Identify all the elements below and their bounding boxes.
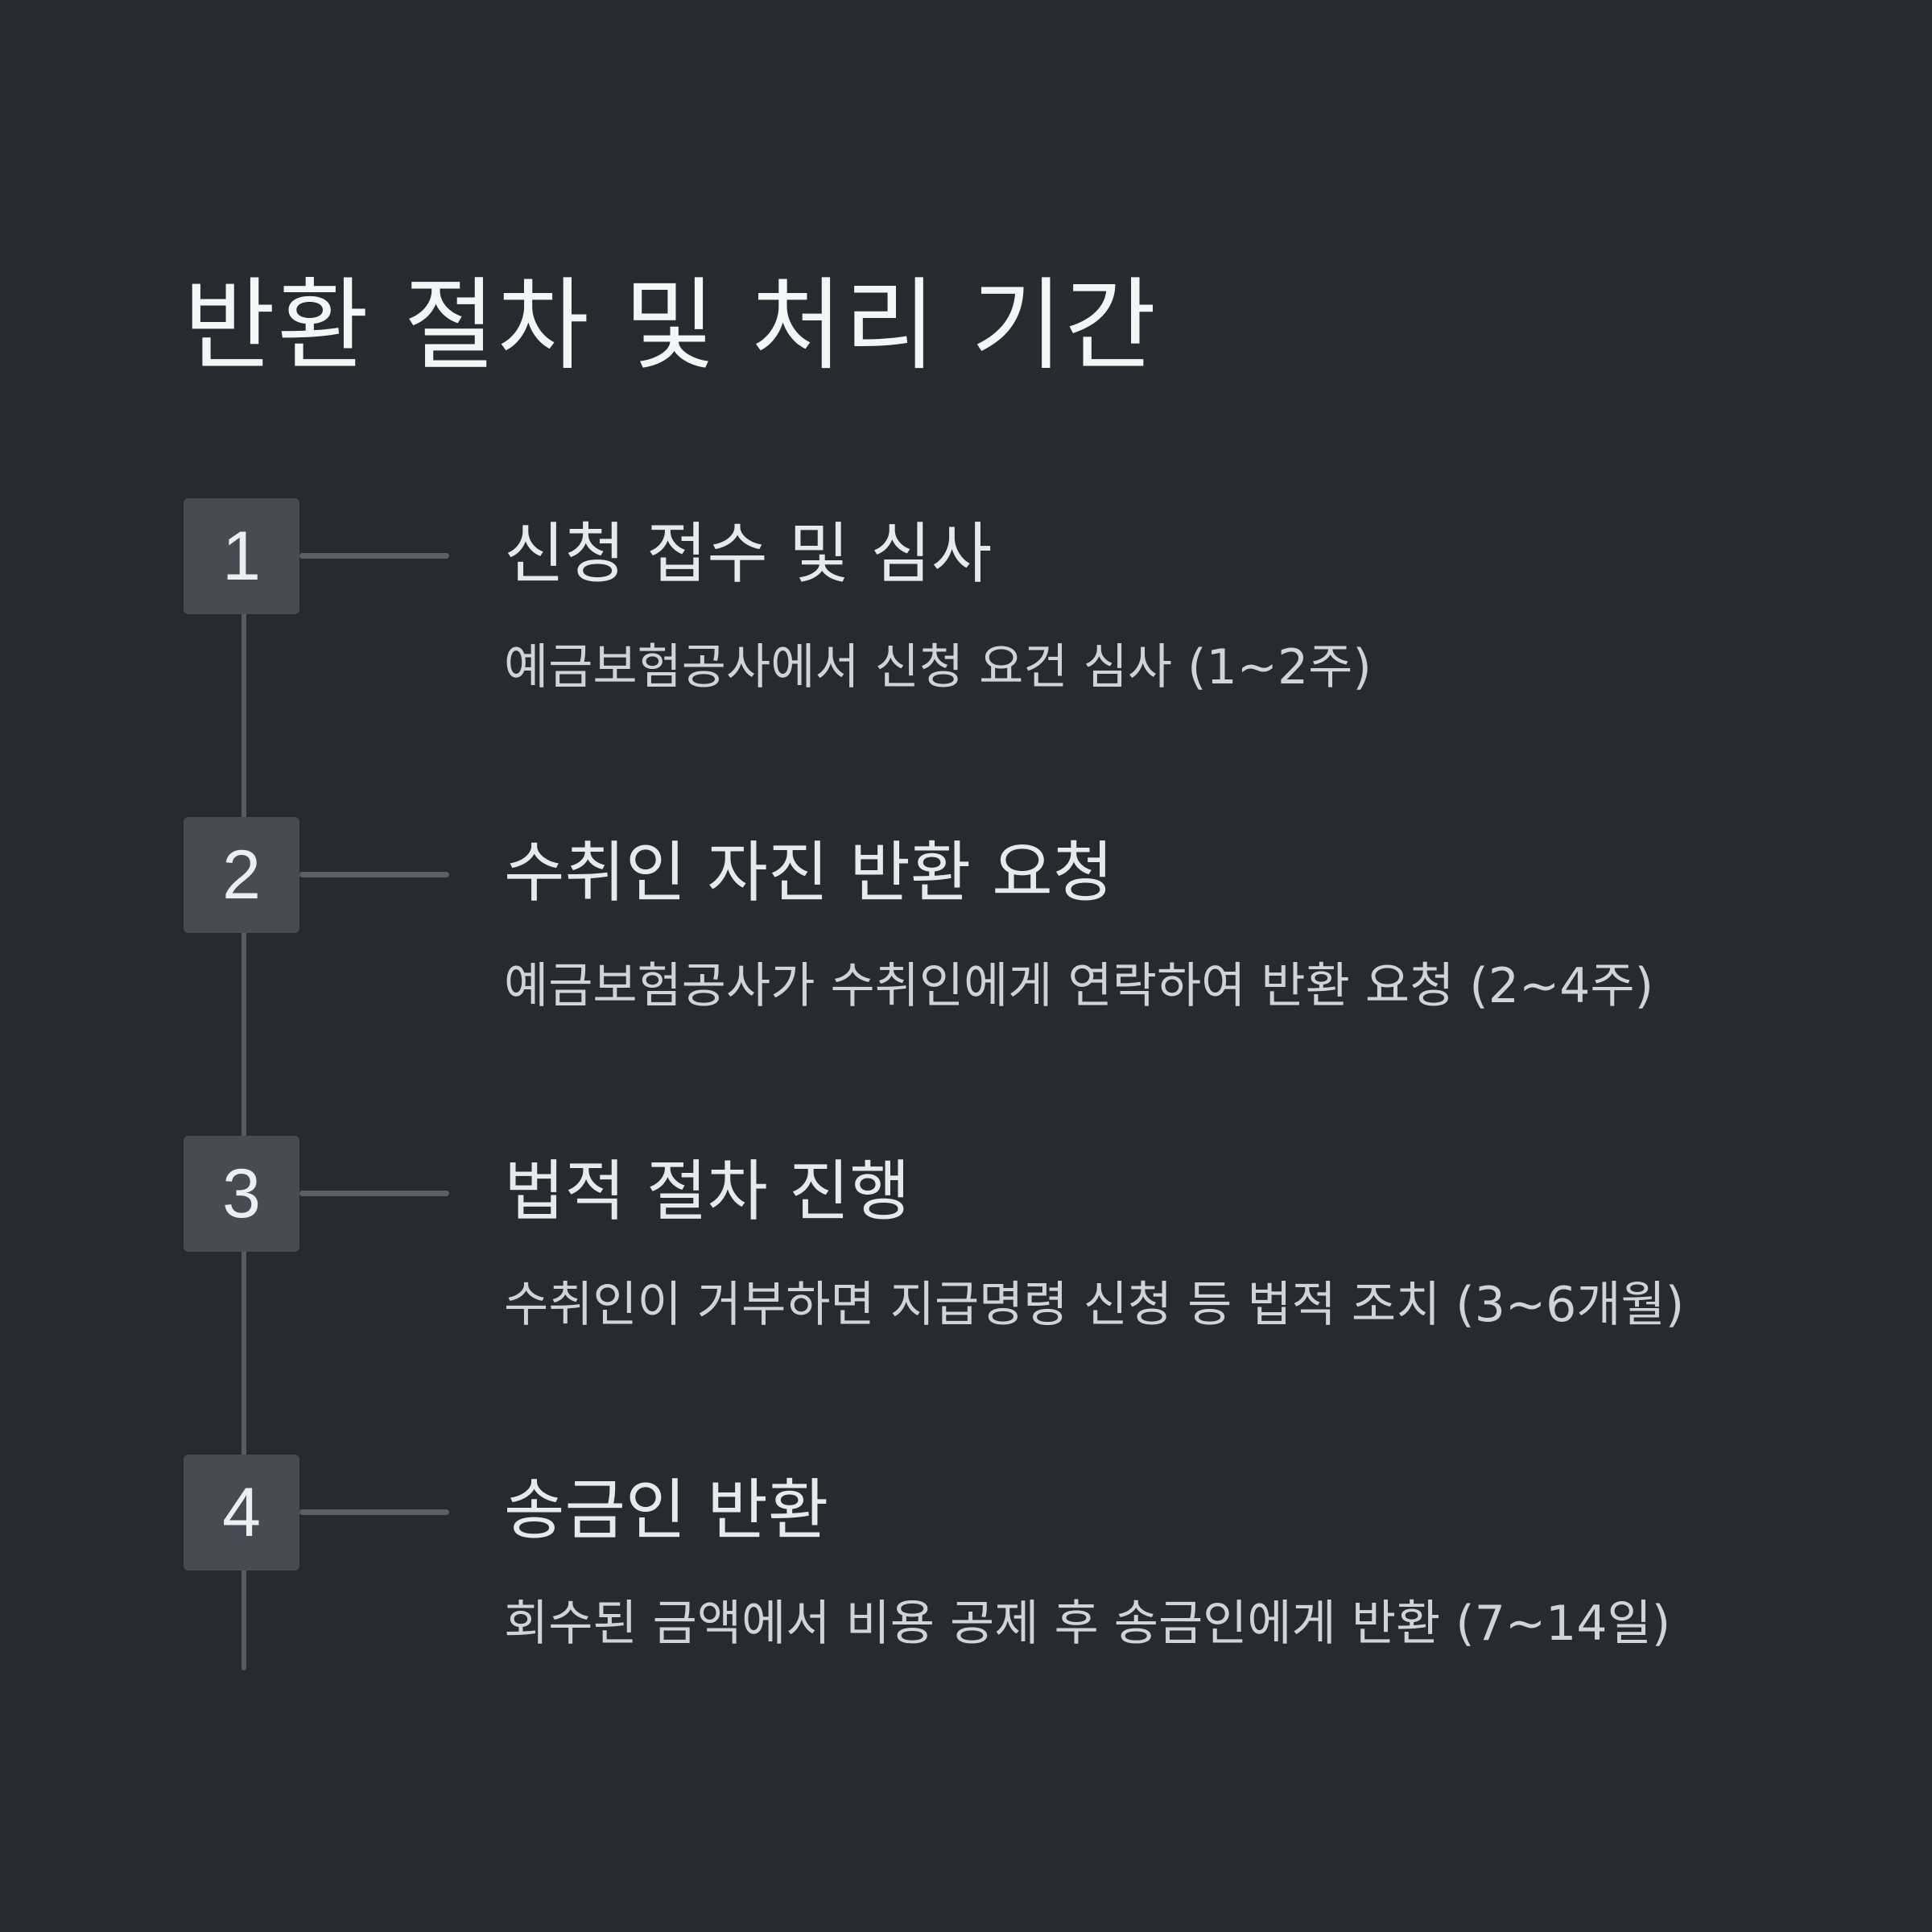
step-title: 수취인 자진 반환 요청 — [504, 835, 1114, 911]
timeline-step-1: 1 신청 접수 및 심사 예금보험공사에서 신청 요건 심사 (1~2주) — [0, 498, 1932, 696]
page-title: 반환 절차 및 처리 기간 — [184, 268, 1158, 384]
step-connector-line — [299, 553, 449, 559]
step-title: 송금인 반환 — [504, 1472, 829, 1549]
step-number-badge: 3 — [184, 1136, 299, 1252]
step-number-badge: 4 — [184, 1455, 299, 1571]
timeline-step-2: 2 수취인 자진 반환 요청 예금보험공사가 수취인에게 연락하여 반환 요청 … — [0, 817, 1932, 1014]
step-description: 수취인이 거부하면 지급명령 신청 등 법적 조치 (3~6개월) — [504, 1277, 1685, 1333]
step-description: 예금보험공사가 수취인에게 연락하여 반환 요청 (2~4주) — [504, 958, 1653, 1014]
timeline-step-4: 4 송금인 반환 회수된 금액에서 비용 공제 후 송금인에게 반환 (7~14… — [0, 1455, 1932, 1652]
step-description: 예금보험공사에서 신청 요건 심사 (1~2주) — [504, 639, 1372, 696]
step-connector-line — [299, 872, 449, 877]
step-number-badge: 2 — [184, 817, 299, 933]
step-title: 법적 절차 진행 — [504, 1154, 910, 1230]
timeline-step-3: 3 법적 절차 진행 수취인이 거부하면 지급명령 신청 등 법적 조치 (3~… — [0, 1136, 1932, 1333]
step-number-badge: 1 — [184, 498, 299, 614]
step-title: 신청 접수 및 심사 — [504, 516, 993, 592]
step-connector-line — [299, 1191, 449, 1196]
step-connector-line — [299, 1509, 449, 1515]
step-description: 회수된 금액에서 비용 공제 후 송금인에게 반환 (7~14일) — [504, 1596, 1671, 1652]
timeline-rail — [242, 564, 246, 1670]
